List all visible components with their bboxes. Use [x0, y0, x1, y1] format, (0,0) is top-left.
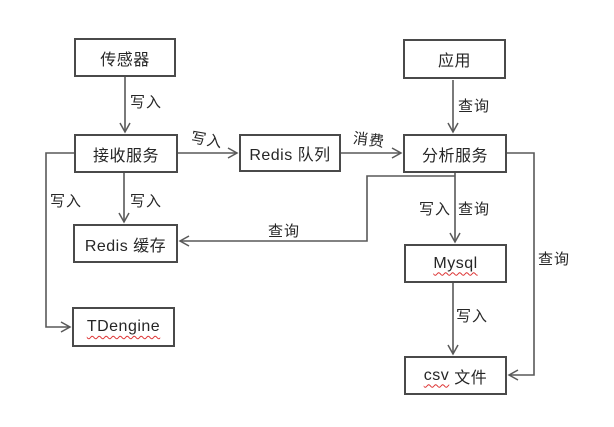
edge-label-write-mysql-to-csv: 写入 [456, 308, 489, 325]
edge-label-write-receive-to-redis-cache: 写入 [130, 193, 163, 210]
edge-label-query-app-to-analysis: 查询 [458, 98, 491, 115]
node-csv-file-label-en: csv [423, 366, 450, 384]
edge-label-write-sensor-to-receive: 写入 [130, 94, 163, 111]
node-analysis-service-label: 分析服务 [421, 147, 488, 165]
node-redis-cache: Redis 缓存 [73, 224, 178, 263]
node-redis-queue: Redis 队列 [239, 134, 341, 172]
node-receive-service-label: 接收服务 [92, 147, 159, 165]
node-sensor-label: 传感器 [100, 51, 150, 69]
node-redis-cache-label: Redis 缓存 [84, 237, 167, 255]
edge-label-write-receive-to-redis-queue: 写入 [189, 129, 225, 152]
edge-label-write-receive-to-tdengine: 写入 [50, 193, 83, 210]
node-sensor: 传感器 [74, 38, 176, 77]
node-receive-service: 接收服务 [74, 134, 178, 173]
node-csv-file: csv 文件 [404, 356, 507, 395]
edge-receive-to-tdengine [45, 152, 74, 333]
edge-label-write-analysis-to-mysql: 写入 [419, 201, 452, 218]
node-redis-queue-label: Redis 队列 [249, 147, 331, 164]
edge-label-query-analysis-to-csv: 查询 [538, 251, 571, 268]
node-tdengine-label: TDengine [86, 318, 161, 335]
node-mysql-label: Mysql [433, 254, 478, 272]
edge-label-consume-redis-queue-to-analysis: 消费 [351, 130, 386, 151]
node-analysis-service: 分析服务 [403, 134, 507, 173]
node-mysql: Mysql [404, 244, 507, 283]
node-app: 应用 [403, 39, 506, 79]
node-csv-file-label-zh: 文件 [454, 369, 488, 387]
edge-label-query-analysis-to-redis-cache: 查询 [268, 223, 301, 240]
edge-label-query-analysis-to-mysql: 查询 [458, 201, 491, 218]
edge-analysis-to-csv [507, 152, 535, 381]
node-app-label: 应用 [437, 53, 471, 70]
edge-analysis-to-redis-cache [178, 175, 455, 247]
node-tdengine: TDengine [72, 307, 175, 347]
